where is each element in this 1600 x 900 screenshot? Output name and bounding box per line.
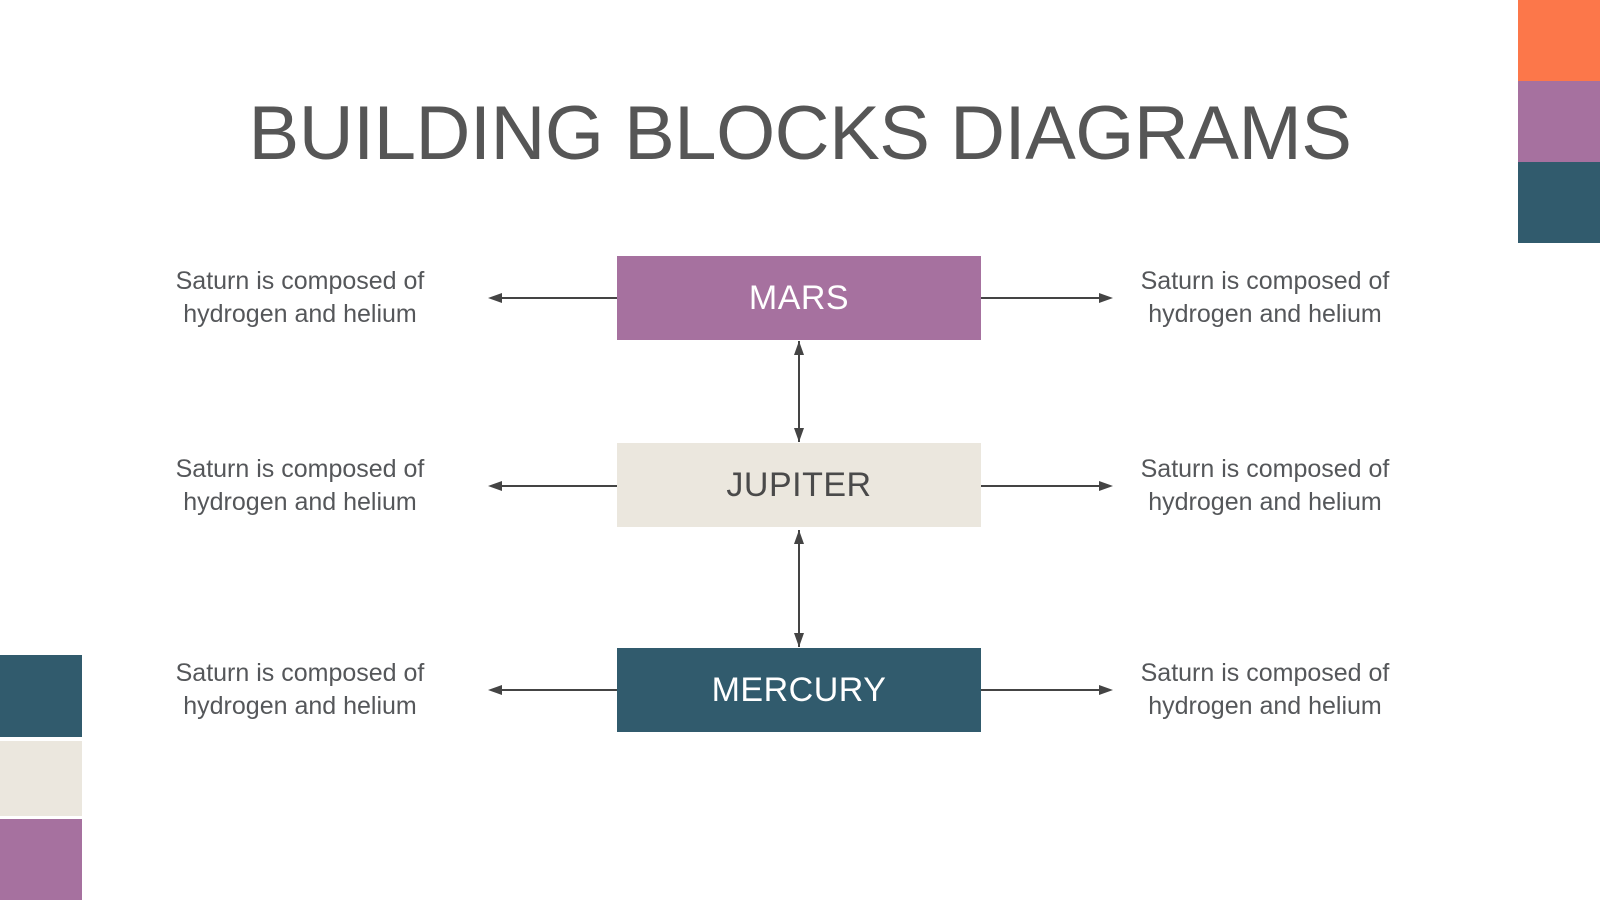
block-label-jupiter: JUPITER <box>726 465 872 504</box>
corner-bottom-left-purple-block <box>0 819 82 900</box>
left-label-mars-line1: Saturn is composed of <box>175 267 425 295</box>
corner-bottom-left-teal-block <box>0 655 82 737</box>
arrow-mercury-left <box>488 685 617 695</box>
right-label-mercury-line1: Saturn is composed of <box>1140 659 1390 687</box>
arrow-mars-left <box>488 293 617 303</box>
left-label-jupiter: Saturn is composed of hydrogen and heliu… <box>140 453 460 519</box>
left-label-mercury-line1: Saturn is composed of <box>175 659 425 687</box>
arrow-mars-right-line <box>981 297 1103 299</box>
arrow-mercury-left-line <box>498 689 617 691</box>
arrow-mars-right <box>981 293 1113 303</box>
arrow-mercury-right <box>981 685 1113 695</box>
right-label-mercury-line2: hydrogen and helium <box>1148 692 1382 720</box>
arrowhead-up-icon <box>794 530 804 544</box>
arrow-jupiter-left-line <box>498 485 617 487</box>
arrow-jupiter-left <box>488 481 617 491</box>
arrowhead-left-icon <box>488 293 502 303</box>
arrowhead-left-icon <box>488 481 502 491</box>
corner-top-right-teal-block <box>1518 162 1600 243</box>
right-label-mercury: Saturn is composed of hydrogen and heliu… <box>1105 657 1425 723</box>
arrow-mercury-right-line <box>981 689 1103 691</box>
arrow-jupiter-right <box>981 481 1113 491</box>
right-label-mars-line1: Saturn is composed of <box>1140 267 1390 295</box>
block-mercury: MERCURY <box>617 648 981 732</box>
arrowhead-left-icon <box>488 685 502 695</box>
right-label-mars: Saturn is composed of hydrogen and heliu… <box>1105 265 1425 331</box>
left-label-jupiter-line2: hydrogen and helium <box>183 488 417 516</box>
right-label-jupiter-line1: Saturn is composed of <box>1140 455 1390 483</box>
block-mars: MARS <box>617 256 981 340</box>
block-label-mercury: MERCURY <box>711 670 887 709</box>
arrow-jupiter-mercury <box>794 530 804 647</box>
arrow-jupiter-right-line <box>981 485 1103 487</box>
block-label-mars: MARS <box>748 278 850 317</box>
block-jupiter: JUPITER <box>617 443 981 527</box>
arrowhead-down-icon <box>794 633 804 647</box>
arrowhead-down-icon <box>794 428 804 442</box>
slide-title: BUILDING BLOCKS DIAGRAMS <box>248 91 1352 176</box>
arrowhead-right-icon <box>1099 685 1113 695</box>
arrowhead-up-icon <box>794 341 804 355</box>
corner-bottom-left-cream-block <box>0 741 82 816</box>
right-label-jupiter-line2: hydrogen and helium <box>1148 488 1382 516</box>
arrow-jupiter-mercury-line <box>798 530 800 647</box>
right-label-jupiter: Saturn is composed of hydrogen and heliu… <box>1105 453 1425 519</box>
arrowhead-right-icon <box>1099 293 1113 303</box>
left-label-jupiter-line1: Saturn is composed of <box>175 455 425 483</box>
right-label-mars-line2: hydrogen and helium <box>1148 300 1382 328</box>
left-label-mercury: Saturn is composed of hydrogen and heliu… <box>140 657 460 723</box>
arrow-mars-jupiter <box>794 341 804 442</box>
left-label-mars: Saturn is composed of hydrogen and heliu… <box>140 265 460 331</box>
left-label-mercury-line2: hydrogen and helium <box>183 692 417 720</box>
arrow-mars-left-line <box>498 297 617 299</box>
corner-top-right-orange-block <box>1518 0 1600 81</box>
left-label-mars-line2: hydrogen and helium <box>183 300 417 328</box>
corner-top-right-purple-block <box>1518 81 1600 162</box>
arrowhead-right-icon <box>1099 481 1113 491</box>
arrow-mars-jupiter-line <box>798 341 800 442</box>
